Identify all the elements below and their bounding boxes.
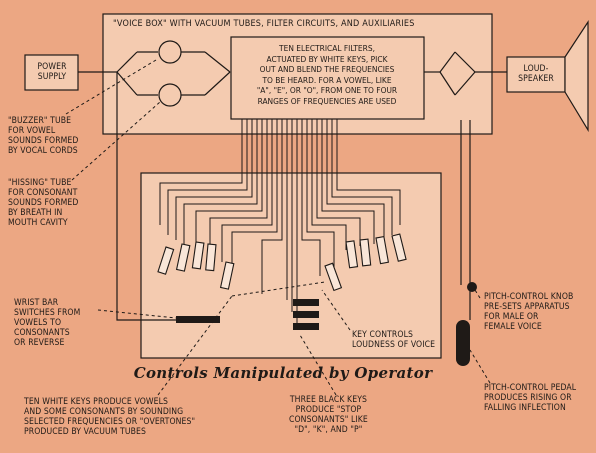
buzzer-tube-icon (158, 40, 182, 64)
loudspeaker-horn-icon (564, 19, 589, 133)
power-supply-box (24, 54, 79, 91)
pitch-control-pedal-icon (456, 320, 470, 366)
buzzer-tube-label: "BUZZER" TUBE FOR VOWEL SOUNDS FORMED BY… (8, 116, 79, 156)
white-key (157, 246, 175, 275)
wrist-bar-label: WRIST BAR SWITCHES FROM VOWELS TO CONSON… (14, 298, 81, 348)
white-key (219, 261, 235, 290)
white-key (345, 240, 359, 269)
pitch-control-knob-icon (467, 282, 477, 292)
white-key (205, 243, 217, 272)
black-key (293, 323, 319, 330)
controls-caption: Controls Manipulated by Operator (133, 364, 433, 382)
key-controls-label: KEY CONTROLS LOUDNESS OF VOICE (352, 330, 436, 350)
black-key (293, 311, 319, 318)
white-key (375, 235, 390, 265)
black-keys (293, 299, 319, 330)
power-supply-label: POWER SUPPLY (37, 62, 67, 82)
white-key (359, 238, 372, 267)
hissing-tube-label: "HISSING" TUBE FOR CONSONANT SOUNDS FORM… (8, 178, 79, 228)
wire-bundle (159, 119, 401, 324)
white-keys-label: TEN WHITE KEYS PRODUCE VOWELS AND SOME C… (24, 397, 196, 437)
filters-description: TEN ELECTRICAL FILTERS, ACTUATED BY WHIT… (256, 43, 398, 106)
pitch-knob-label: PITCH-CONTROL KNOB PRE-SETS APPARATUS FO… (484, 292, 574, 332)
white-key (324, 262, 343, 292)
wrist-bar (176, 316, 220, 323)
white-key (191, 241, 205, 270)
white-key (391, 233, 407, 262)
pitch-pedal-label: PITCH-CONTROL PEDAL PRODUCES RISING OR F… (484, 383, 577, 413)
filter-box (230, 36, 425, 120)
black-keys-label: THREE BLACK KEYS PRODUCE "STOP CONSONANT… (289, 395, 368, 435)
black-key (293, 299, 319, 306)
white-keys (157, 233, 407, 292)
loudspeaker-label: LOUD- SPEAKER (518, 64, 554, 84)
white-key (175, 243, 191, 272)
voice-box-title: "VOICE BOX" WITH VACUUM TUBES, FILTER CI… (113, 19, 415, 29)
hissing-tube-icon (158, 83, 182, 107)
